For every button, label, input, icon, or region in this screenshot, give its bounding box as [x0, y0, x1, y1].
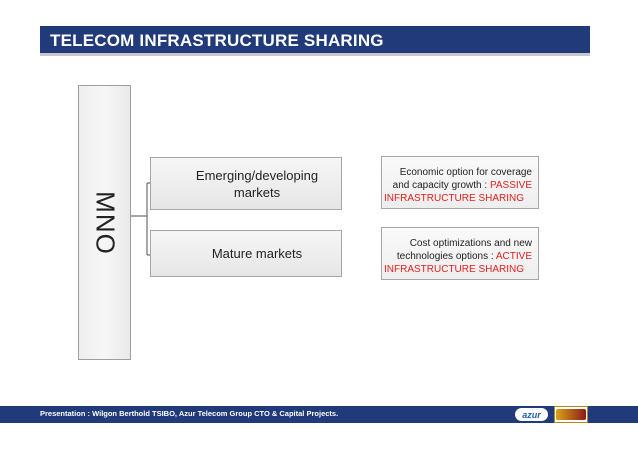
- option-active-line1: Cost optimizations and new: [409, 238, 532, 249]
- option-active-line2: technologies options : ACTIVE: [384, 250, 532, 263]
- option-active-box: Cost optimizations and new technologies …: [381, 227, 539, 280]
- option-active-prefix: technologies options :: [396, 251, 494, 262]
- footer-caption: Presentation : Wilgon Berthold TSIBO, Az…: [40, 409, 339, 418]
- title-bar: TELECOM INFRASTRUCTURE SHARING: [40, 26, 590, 56]
- market-emerging-label: Emerging/developing markets: [195, 167, 319, 200]
- option-active-highlight: ACTIVE: [495, 251, 532, 262]
- option-passive-highlight-line2: INFRASTRUCTURE SHARING: [384, 193, 525, 204]
- option-passive-prefix: and capacity growth :: [392, 180, 488, 191]
- option-passive-box: Economic option for coverage and capacit…: [381, 156, 539, 209]
- option-passive-line2: and capacity growth : PASSIVE: [384, 179, 532, 192]
- mno-label: MNO: [90, 190, 120, 255]
- market-emerging-box: Emerging/developing markets: [150, 157, 342, 210]
- page-title: TELECOM INFRASTRUCTURE SHARING: [50, 31, 384, 50]
- africa-logo-mark: [556, 409, 586, 420]
- footer-bar: Presentation : Wilgon Berthold TSIBO, Az…: [0, 406, 638, 423]
- option-passive-line1: Economic option for coverage: [399, 167, 532, 178]
- africa-logo: [554, 406, 588, 423]
- option-passive-highlight: PASSIVE: [489, 180, 532, 191]
- mno-root-box: MNO: [78, 85, 131, 360]
- market-mature-label: Mature markets: [211, 246, 303, 261]
- option-active-highlight-line2: INFRASTRUCTURE SHARING: [384, 264, 525, 275]
- azur-logo: azur: [515, 408, 548, 421]
- market-mature-box: Mature markets: [150, 230, 342, 277]
